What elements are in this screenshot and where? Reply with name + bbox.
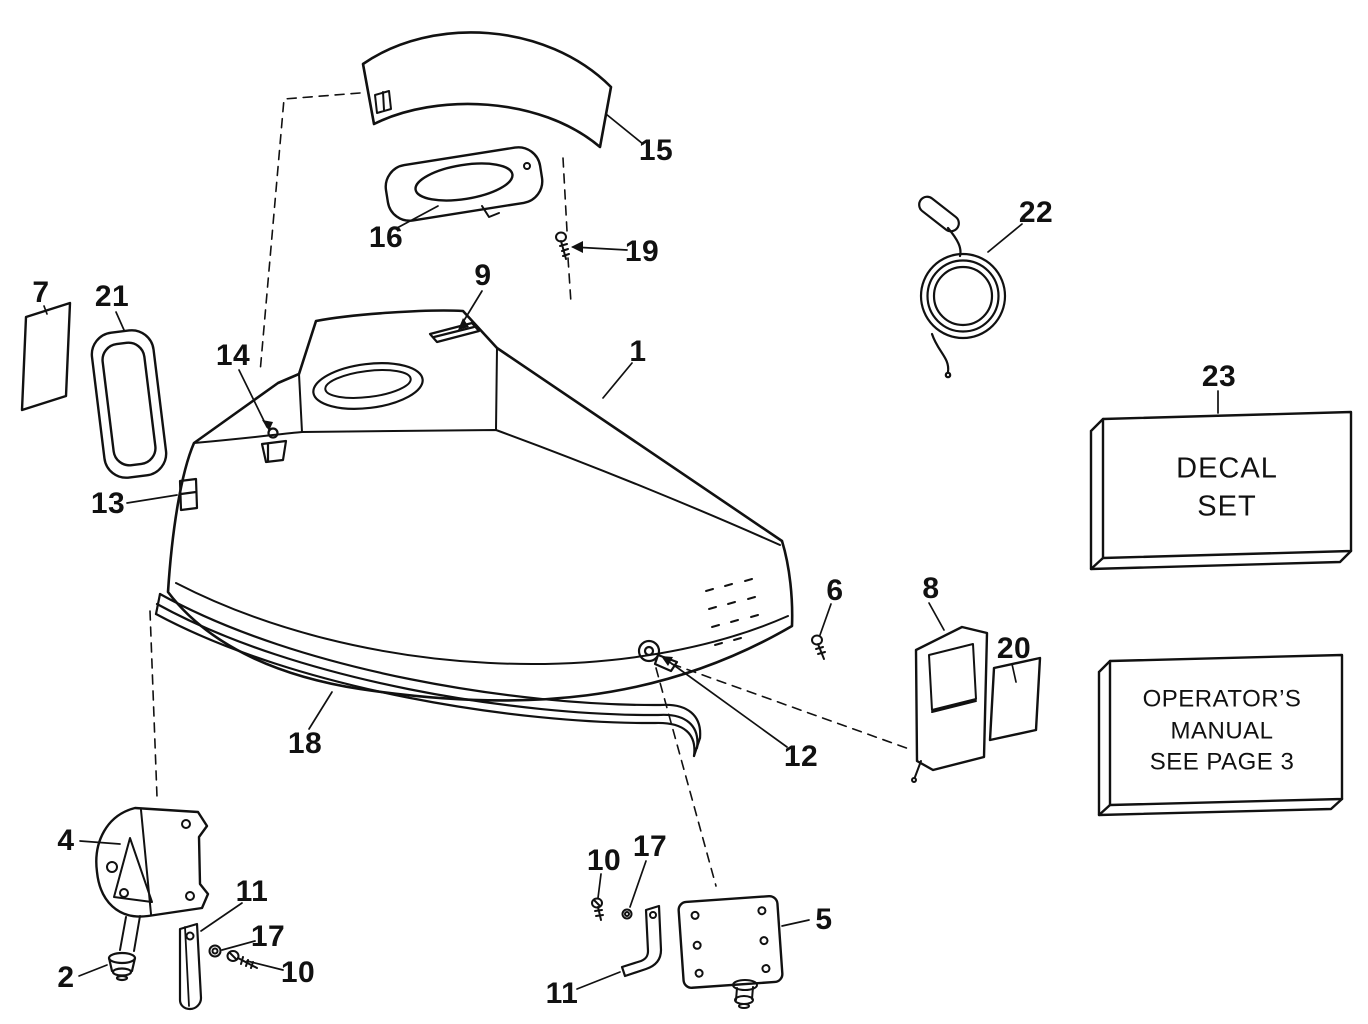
callout-10-left: 10: [280, 956, 316, 989]
support-ring-part: [384, 146, 544, 222]
callout-15: 15: [638, 134, 674, 167]
vent-slot-part: [428, 321, 481, 344]
screw-10-left-part: [226, 950, 258, 969]
bracket-11-left-part: [178, 922, 203, 1011]
callout-16: 16: [368, 221, 404, 254]
grommet-part: [107, 951, 137, 982]
callout-8: 8: [922, 572, 940, 605]
mount-plate-part: [677, 894, 784, 1009]
callout-7: 7: [32, 276, 50, 309]
rear-bracket-part: [911, 625, 989, 783]
lower-seal-part: [154, 592, 702, 758]
lanyard-part: [918, 195, 1007, 379]
callout-leader-lines: [43, 113, 1219, 990]
callout-13: 13: [90, 487, 126, 520]
top-cover-part: [361, 31, 613, 149]
callout-12: 12: [783, 740, 819, 773]
vent-ticks: [705, 578, 759, 646]
decal-set-box: [1089, 410, 1353, 571]
front-bracket-part: [95, 806, 210, 952]
callout-5: 5: [815, 903, 833, 936]
callout-19: 19: [624, 235, 660, 268]
callout-14: 14: [215, 339, 251, 372]
callout-4: 4: [57, 824, 75, 857]
callout-20: 20: [996, 632, 1032, 665]
engine-cover-part: [166, 309, 794, 702]
callout-17-center: 17: [632, 830, 668, 863]
callout-9: 9: [474, 259, 492, 292]
decal-set-box-label: DECAL SET: [1176, 450, 1278, 525]
washer-17-left-part: [208, 944, 222, 958]
callout-10-center: 10: [586, 844, 622, 877]
washer-17-center-part: [621, 908, 633, 920]
callout-18: 18: [287, 727, 323, 760]
callout-1: 1: [629, 335, 647, 368]
assembly-dashed-lines: [149, 92, 913, 887]
decal-set-line-2: SET: [1197, 490, 1257, 522]
operators-manual-line-2: MANUAL: [1170, 717, 1274, 745]
pad-20-part: [988, 656, 1042, 742]
callout-22: 22: [1018, 196, 1054, 229]
screw-19-part: [555, 231, 570, 260]
pad-7-part: [20, 301, 72, 412]
leader-arrowheads: [262, 241, 673, 666]
decal-set-line-1: DECAL: [1176, 452, 1278, 485]
callout-21: 21: [94, 280, 130, 313]
operators-manual-box: [1097, 653, 1344, 817]
seal-frame-part: [90, 329, 168, 479]
top-latch-part: [260, 427, 288, 464]
screw-6-part: [811, 634, 826, 660]
operators-manual-box-label: OPERATOR’S MANUAL SEE PAGE 3: [1143, 683, 1302, 778]
operators-manual-line-1: OPERATOR’S: [1142, 685, 1302, 713]
callout-17-left: 17: [250, 920, 286, 953]
callout-23: 23: [1201, 360, 1237, 393]
callout-11-center: 11: [545, 977, 579, 1010]
callout-11-left: 11: [235, 875, 269, 908]
operators-manual-line-3: SEE PAGE 3: [1149, 748, 1295, 776]
callout-2: 2: [57, 961, 75, 994]
bracket-11-center-part: [620, 904, 663, 978]
callout-6: 6: [826, 574, 844, 607]
side-clip-part: [178, 477, 199, 512]
screw-10-center-part: [591, 897, 604, 921]
